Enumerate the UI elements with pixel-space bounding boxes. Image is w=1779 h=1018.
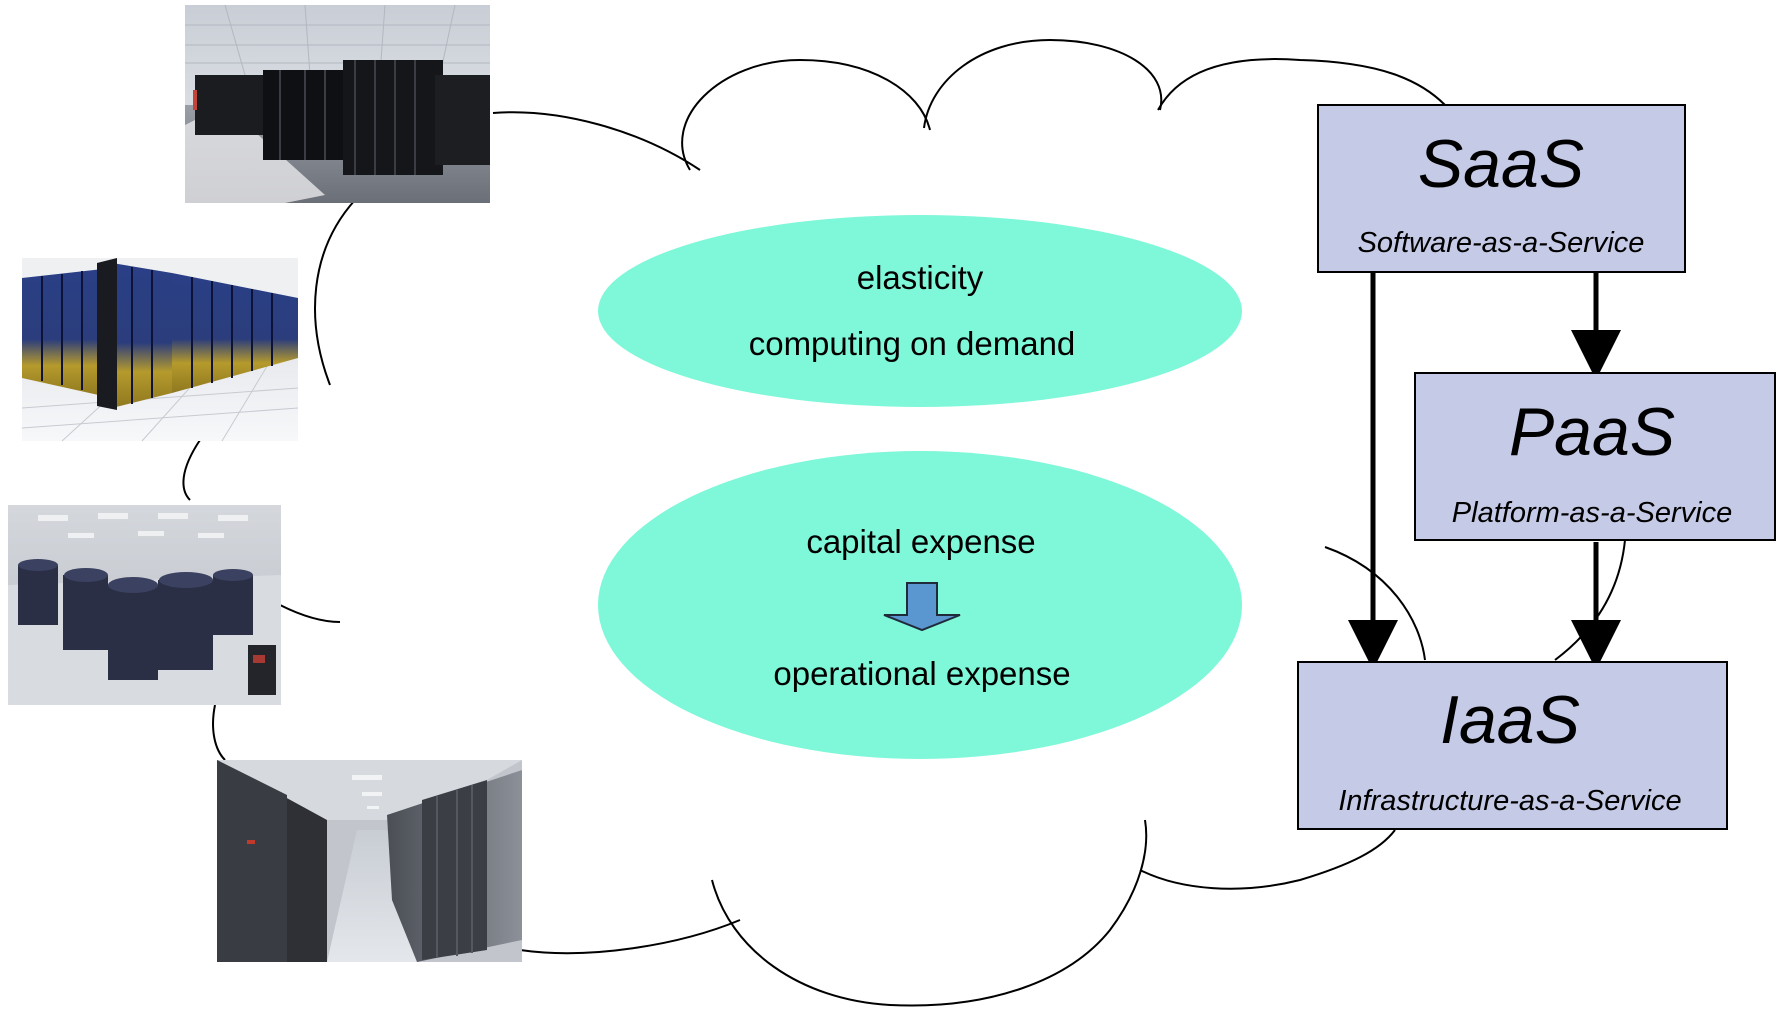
service-arrows — [1348, 273, 1621, 670]
expense-ellipse: capital expense operational expense — [598, 451, 1242, 759]
server-aisle-photo — [217, 760, 522, 962]
iaas-title: IaaS — [1440, 682, 1580, 758]
paas-title: PaaS — [1509, 394, 1675, 470]
saas-box: SaaS Software-as-a-Service — [1317, 104, 1686, 273]
iaas-box: IaaS Infrastructure-as-a-Service — [1297, 661, 1728, 830]
iaas-subtitle: Infrastructure-as-a-Service — [1338, 785, 1681, 817]
saas-title: SaaS — [1418, 126, 1584, 202]
supercomputer-room-photo — [8, 505, 281, 705]
paas-box: PaaS Platform-as-a-Service — [1414, 372, 1776, 541]
down-arrow-icon — [883, 582, 961, 632]
saas-subtitle: Software-as-a-Service — [1358, 227, 1645, 259]
server-racks-row-photo — [21, 258, 299, 442]
computing-on-demand-label: computing on demand — [749, 325, 1076, 362]
operational-expense-label: operational expense — [773, 655, 1070, 692]
datacenter-hall-photo — [185, 4, 490, 203]
cloud-outline — [182, 38, 1626, 1007]
elasticity-label: elasticity — [857, 259, 984, 296]
capital-expense-label: capital expense — [806, 523, 1035, 560]
elasticity-ellipse: elasticity computing on demand — [598, 215, 1242, 407]
paas-subtitle: Platform-as-a-Service — [1452, 497, 1732, 529]
